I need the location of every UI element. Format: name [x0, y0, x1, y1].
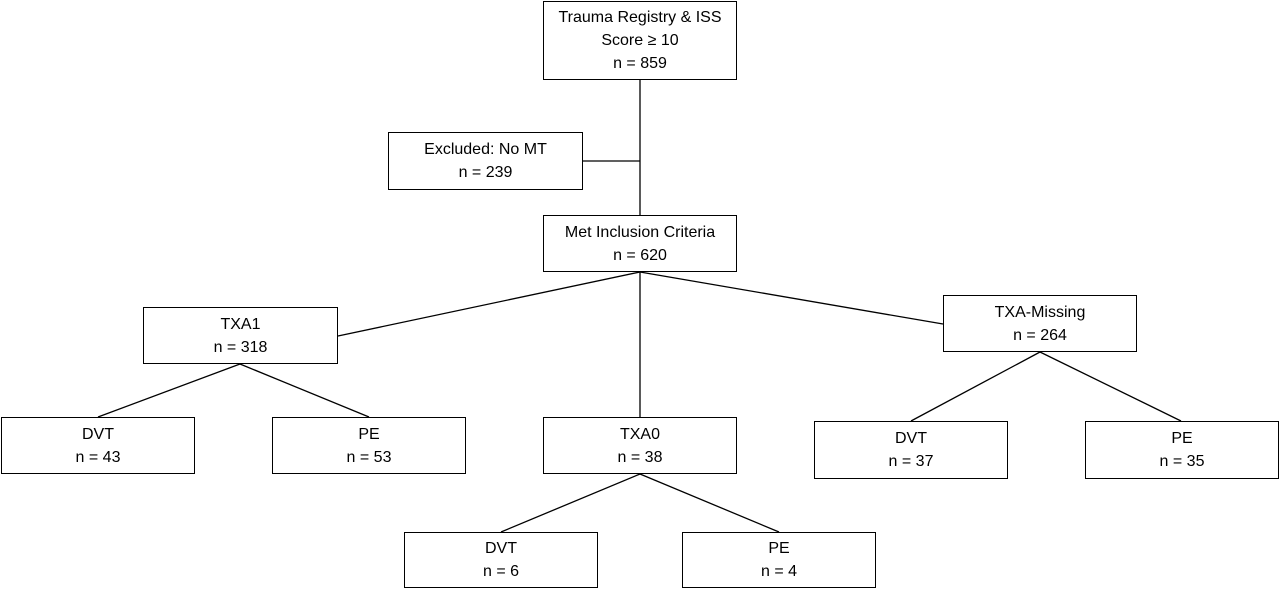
registry-line-2: Score ≥ 10: [601, 32, 679, 49]
txa1-pe-box: PE n = 53: [272, 417, 466, 474]
connector-txa1-pe: [239, 363, 370, 418]
txa1-box: TXA1 n = 318: [143, 307, 338, 364]
txa0-pe-label: PE: [768, 540, 790, 557]
missing-dvt-label: DVT: [895, 430, 927, 447]
missing-dvt-count: n = 37: [888, 453, 934, 470]
txa1-pe-label: PE: [358, 425, 380, 443]
registry-count: n = 859: [613, 55, 667, 72]
excluded-count: n = 239: [458, 164, 513, 181]
connector-inclusion-txa-missing: [639, 271, 944, 325]
connector-txa-missing-dvt: [910, 351, 1041, 422]
connector-txa0-pe: [639, 473, 780, 533]
txa-missing-count: n = 264: [1013, 326, 1067, 344]
missing-pe-label: PE: [1171, 430, 1193, 447]
excluded-label: Excluded: No MT: [424, 141, 547, 158]
missing-pe-count: n = 35: [1159, 453, 1205, 470]
txa1-label: TXA1: [220, 315, 261, 333]
connector-txa-missing-pe: [1039, 351, 1182, 422]
txa1-pe-count: n = 53: [346, 448, 392, 466]
txa-missing-box: TXA-Missing n = 264: [943, 295, 1137, 352]
registry-line-1: Trauma Registry & ISS: [558, 9, 722, 26]
txa1-count: n = 318: [213, 338, 268, 356]
inclusion-box: Met Inclusion Criteria n = 620: [543, 215, 737, 272]
txa0-box: TXA0 n = 38: [543, 417, 737, 474]
txa0-dvt-count: n = 6: [482, 563, 520, 580]
inclusion-label: Met Inclusion Criteria: [564, 223, 716, 241]
txa1-dvt-label: DVT: [82, 425, 114, 443]
txa1-dvt-box: DVT n = 43: [1, 417, 195, 474]
txa0-count: n = 38: [617, 448, 663, 466]
missing-pe-box: PE n = 35: [1085, 421, 1279, 479]
txa0-dvt-box: DVT n = 6: [404, 532, 598, 588]
txa-missing-label: TXA-Missing: [994, 303, 1086, 321]
connector-txa1-dvt: [97, 363, 241, 418]
registry-box: Trauma Registry & ISS Score ≥ 10 n = 859: [543, 1, 737, 80]
txa0-pe-count: n = 4: [760, 563, 798, 580]
connector-txa0-dvt: [500, 473, 641, 533]
excluded-box: Excluded: No MT n = 239: [388, 132, 583, 190]
txa1-dvt-count: n = 43: [75, 448, 121, 466]
inclusion-count: n = 620: [613, 246, 667, 264]
txa0-dvt-label: DVT: [485, 540, 517, 557]
missing-dvt-box: DVT n = 37: [814, 421, 1008, 479]
txa0-pe-box: PE n = 4: [682, 532, 876, 588]
txa0-label: TXA0: [619, 425, 660, 443]
connector-inclusion-txa1: [337, 271, 641, 337]
